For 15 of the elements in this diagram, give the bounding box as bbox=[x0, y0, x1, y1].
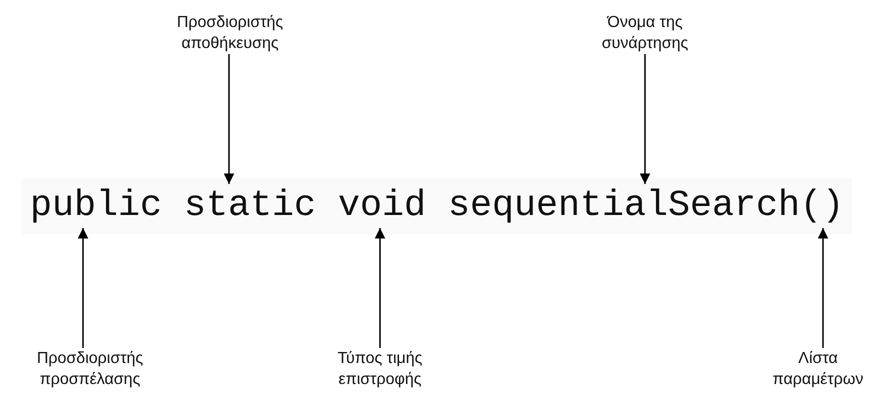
arrow bbox=[78, 228, 88, 348]
code-token: () bbox=[800, 184, 844, 228]
arrow bbox=[640, 54, 650, 184]
code-token: static bbox=[184, 184, 316, 228]
code-token: void bbox=[338, 184, 426, 228]
annotation-label: Προσδιοριστής αποθήκευσης bbox=[160, 12, 300, 54]
code-token: sequentialSearch bbox=[448, 184, 800, 228]
code-token: public bbox=[30, 184, 162, 228]
annotation-label: Λίστα παραμέτρων bbox=[755, 348, 881, 390]
annotation-label: Όνομα της συνάρτησης bbox=[575, 12, 715, 54]
arrow bbox=[818, 228, 828, 348]
annotation-label: Τύπος τιμής επιστροφής bbox=[305, 348, 455, 390]
arrow bbox=[224, 54, 234, 184]
annotation-label: Προσδιοριστής προσπέλασης bbox=[10, 348, 170, 390]
arrow bbox=[374, 228, 386, 348]
